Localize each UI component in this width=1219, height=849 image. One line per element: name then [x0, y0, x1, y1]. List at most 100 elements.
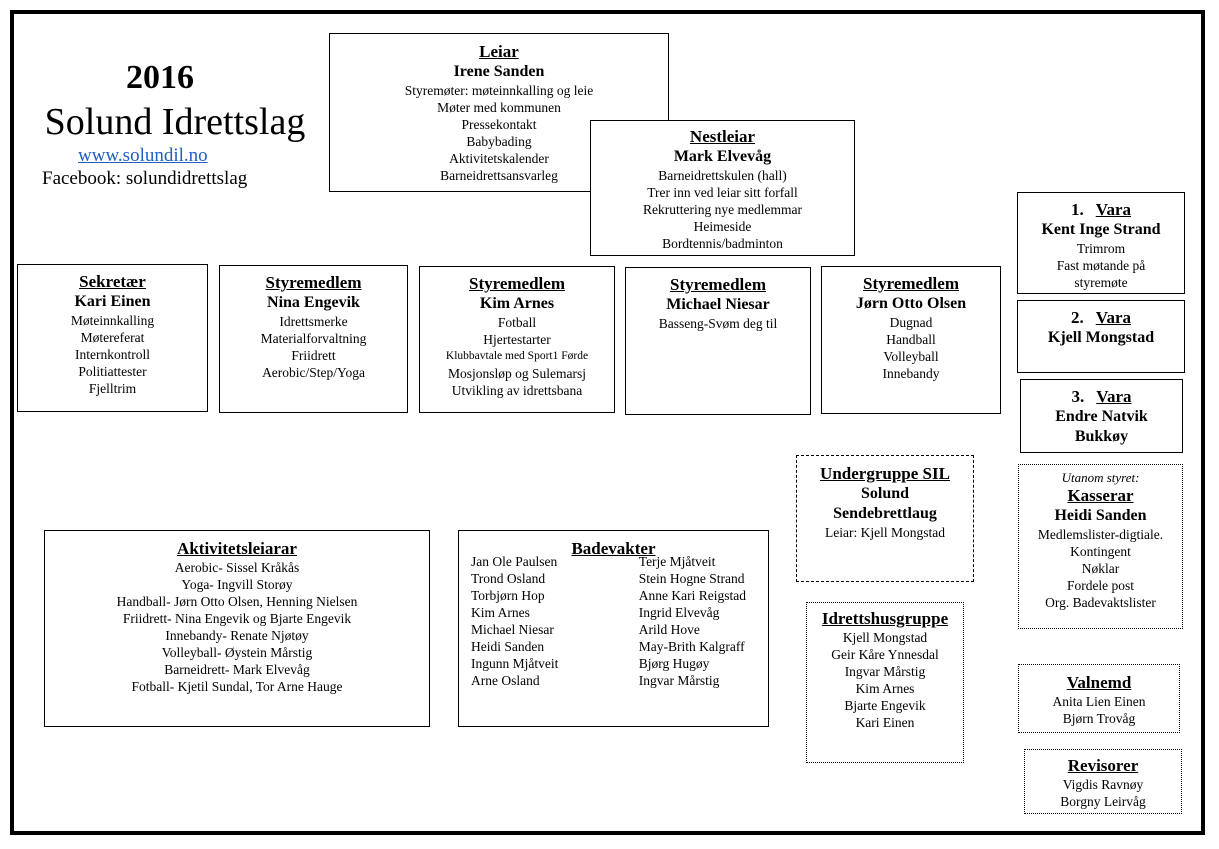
- kasserar-item: Fordele post: [1066, 578, 1135, 593]
- styremedlem2-item: Fotball: [497, 315, 537, 330]
- leiar-item: Møter med kommunen: [437, 100, 561, 115]
- sekretaer-title: Sekretær: [79, 272, 146, 291]
- aktivitetsleiar-item: Innebandy- Renate Njøtøy: [165, 628, 309, 643]
- styremedlem2-item: Mosjonsløp og Sulemarsj: [447, 366, 586, 381]
- year-heading: 2016: [126, 59, 194, 96]
- badevakter-columns: Jan Ole Paulsen Trond Osland Torbjørn Ho…: [459, 553, 768, 689]
- valnemd-member: Bjørn Trovåg: [1062, 711, 1136, 726]
- undergruppe-leader: Leiar: Kjell Mongstad: [825, 525, 945, 540]
- kasserar-item: Medlemslister-digtiale.: [1037, 527, 1164, 542]
- vara3-number: 3.: [1071, 387, 1085, 406]
- badevakt-name: Ingunn Mjåtveit: [471, 656, 559, 671]
- kasserar-item: Org. Badevaktslister: [1045, 595, 1156, 610]
- badevakter-title: Badevakter: [571, 539, 656, 558]
- kasserar-item: Nøklar: [1081, 561, 1120, 576]
- badevakt-name: Heidi Sanden: [471, 639, 545, 654]
- nestleiar-item: Rekruttering nye medlemmar: [643, 202, 802, 217]
- badevakt-name: Ingrid Elvevåg: [638, 605, 720, 620]
- kasserar-box: Utanom styret: Kasserar Heidi Sanden Med…: [1018, 464, 1183, 629]
- nestleiar-item: Bordtennis/badminton: [662, 236, 783, 251]
- styremedlem4-item: Innebandy: [882, 366, 940, 381]
- vara1-box: 1.Vara Kent Inge Strand Trimrom Fast møt…: [1017, 192, 1185, 294]
- aktivitetsleiar-item: Handball- Jørn Otto Olsen, Henning Niels…: [116, 594, 358, 609]
- sekretaer-item: Politiattester: [78, 364, 147, 379]
- badevakt-name: Terje Mjåtveit: [638, 554, 716, 569]
- revisorer-box: Revisorer Vigdis Ravnøy Borgny Leirvåg: [1024, 749, 1182, 814]
- styremedlem3-box: Styremedlem Michael Niesar Basseng-Svøm …: [625, 267, 811, 415]
- valnemd-member: Anita Lien Einen: [1052, 694, 1146, 709]
- vara1-item: styremøte: [1074, 275, 1128, 290]
- facebook-text: Facebook: solundidrettslag: [42, 168, 248, 189]
- idrettshusgruppe-member: Kari Einen: [855, 715, 915, 730]
- idrettshusgruppe-member: Bjarte Engevik: [844, 698, 926, 713]
- aktivitetsleiar-item: Yoga- Ingvill Storøy: [181, 577, 293, 592]
- badevakter-column-2: Terje Mjåtveit Stein Hogne Strand Anne K…: [639, 553, 746, 689]
- badevakt-name: Arne Osland: [471, 673, 540, 688]
- badevakt-name: Torbjørn Hop: [471, 588, 545, 603]
- idrettshusgruppe-member: Kim Arnes: [855, 681, 915, 696]
- website-link[interactable]: www.solundil.no: [78, 145, 208, 166]
- nestleiar-name: Mark Elvevåg: [673, 148, 772, 165]
- badevakt-name: Michael Niesar: [471, 622, 554, 637]
- styremedlem4-box: Styremedlem Jørn Otto Olsen Dugnad Handb…: [821, 266, 1001, 414]
- leiar-item: Barneidrettsansvarleg: [440, 168, 558, 183]
- vara3-label: Vara: [1096, 387, 1132, 406]
- badevakt-name: May-Brith Kalgraff: [638, 639, 745, 654]
- leiar-item: Pressekontakt: [461, 117, 537, 132]
- undergruppe-name: Solund: [860, 485, 910, 502]
- styremedlem3-title: Styremedlem: [670, 275, 766, 294]
- styremedlem4-item: Dugnad: [889, 315, 933, 330]
- styremedlem1-box: Styremedlem Nina Engevik Idrettsmerke Ma…: [219, 265, 408, 413]
- styremedlem4-name: Jørn Otto Olsen: [855, 295, 967, 312]
- badevakt-name: Jan Ole Paulsen: [471, 554, 558, 569]
- idrettshusgruppe-member: Geir Kåre Ynnesdal: [831, 647, 939, 662]
- undergruppe-box: Undergruppe SIL Solund Sendebrettlaug Le…: [796, 455, 974, 582]
- sekretaer-item: Fjelltrim: [88, 381, 137, 396]
- nestleiar-box: Nestleiar Mark Elvevåg Barneidrettskulen…: [590, 120, 855, 256]
- nestleiar-title: Nestleiar: [689, 127, 756, 146]
- styremedlem1-item: Aerobic/Step/Yoga: [262, 365, 365, 380]
- page-frame: [10, 10, 1205, 835]
- vara2-number: 2.: [1070, 308, 1084, 327]
- sekretaer-name: Kari Einen: [74, 293, 151, 310]
- vara3-name-2: Bukkøy: [1074, 428, 1129, 445]
- aktivitetsleiar-item: Fotball- Kjetil Sundal, Tor Arne Hauge: [131, 679, 343, 694]
- nestleiar-item: Barneidrettskulen (hall): [658, 168, 787, 183]
- undergruppe-name-2: Sendebrettlaug: [833, 505, 937, 522]
- styremedlem3-item: Basseng-Svøm deg til: [658, 316, 778, 331]
- revisorer-member: Borgny Leirvåg: [1060, 794, 1146, 809]
- aktivitetsleiarar-box: Aktivitetsleiarar Aerobic- Sissel Kråkås…: [44, 530, 430, 727]
- badevakt-name: Ingvar Mårstig: [638, 673, 720, 688]
- vara1-name: Kent Inge Strand: [1041, 221, 1161, 238]
- badevakt-name: Kim Arnes: [471, 605, 530, 620]
- sekretaer-box: Sekretær Kari Einen Møteinnkalling Møter…: [17, 264, 208, 412]
- badevakt-name: Bjørg Hugøy: [638, 656, 710, 671]
- styremedlem2-item: Klubbavtale med Sport1 Førde: [445, 350, 589, 362]
- kasserar-name: Heidi Sanden: [1054, 507, 1147, 524]
- revisorer-member: Vigdis Ravnøy: [1062, 777, 1144, 792]
- styremedlem2-item: Utvikling av idrettsbana: [451, 383, 583, 398]
- vara2-name: Kjell Mongstad: [1047, 329, 1155, 346]
- sekretaer-item: Møtereferat: [80, 330, 145, 345]
- aktivitetsleiarar-title: Aktivitetsleiarar: [177, 539, 297, 558]
- idrettshusgruppe-member: Ingvar Mårstig: [844, 664, 926, 679]
- vara3-box: 3.Vara Endre Natvik Bukkøy: [1020, 379, 1183, 453]
- vara2-label: Vara: [1095, 308, 1131, 327]
- styremedlem2-item: Hjertestarter: [483, 332, 551, 347]
- undergruppe-title: Undergruppe SIL: [820, 464, 950, 483]
- styremedlem1-item: Materialforvaltning: [260, 331, 367, 346]
- aktivitetsleiar-item: Volleyball- Øystein Mårstig: [161, 645, 313, 660]
- badevakter-column-1: Jan Ole Paulsen Trond Osland Torbjørn Ho…: [471, 553, 558, 689]
- sekretaer-item: Møteinnkalling: [70, 313, 155, 328]
- styremedlem2-title: Styremedlem: [469, 274, 565, 293]
- valnemd-box: Valnemd Anita Lien Einen Bjørn Trovåg: [1018, 664, 1180, 733]
- leiar-title: Leiar: [479, 42, 519, 61]
- nestleiar-item: Heimeside: [693, 219, 752, 234]
- vara1-label: Vara: [1095, 200, 1131, 219]
- leiar-name: Irene Sanden: [453, 63, 545, 80]
- badevakt-name: Anne Kari Reigstad: [638, 588, 746, 603]
- vara2-box: 2. Vara Kjell Mongstad: [1017, 300, 1185, 373]
- vara3-title: 3. Vara: [1021, 387, 1182, 407]
- aktivitetsleiar-item: Barneidrett- Mark Elvevåg: [164, 662, 310, 677]
- revisorer-title: Revisorer: [1067, 756, 1139, 775]
